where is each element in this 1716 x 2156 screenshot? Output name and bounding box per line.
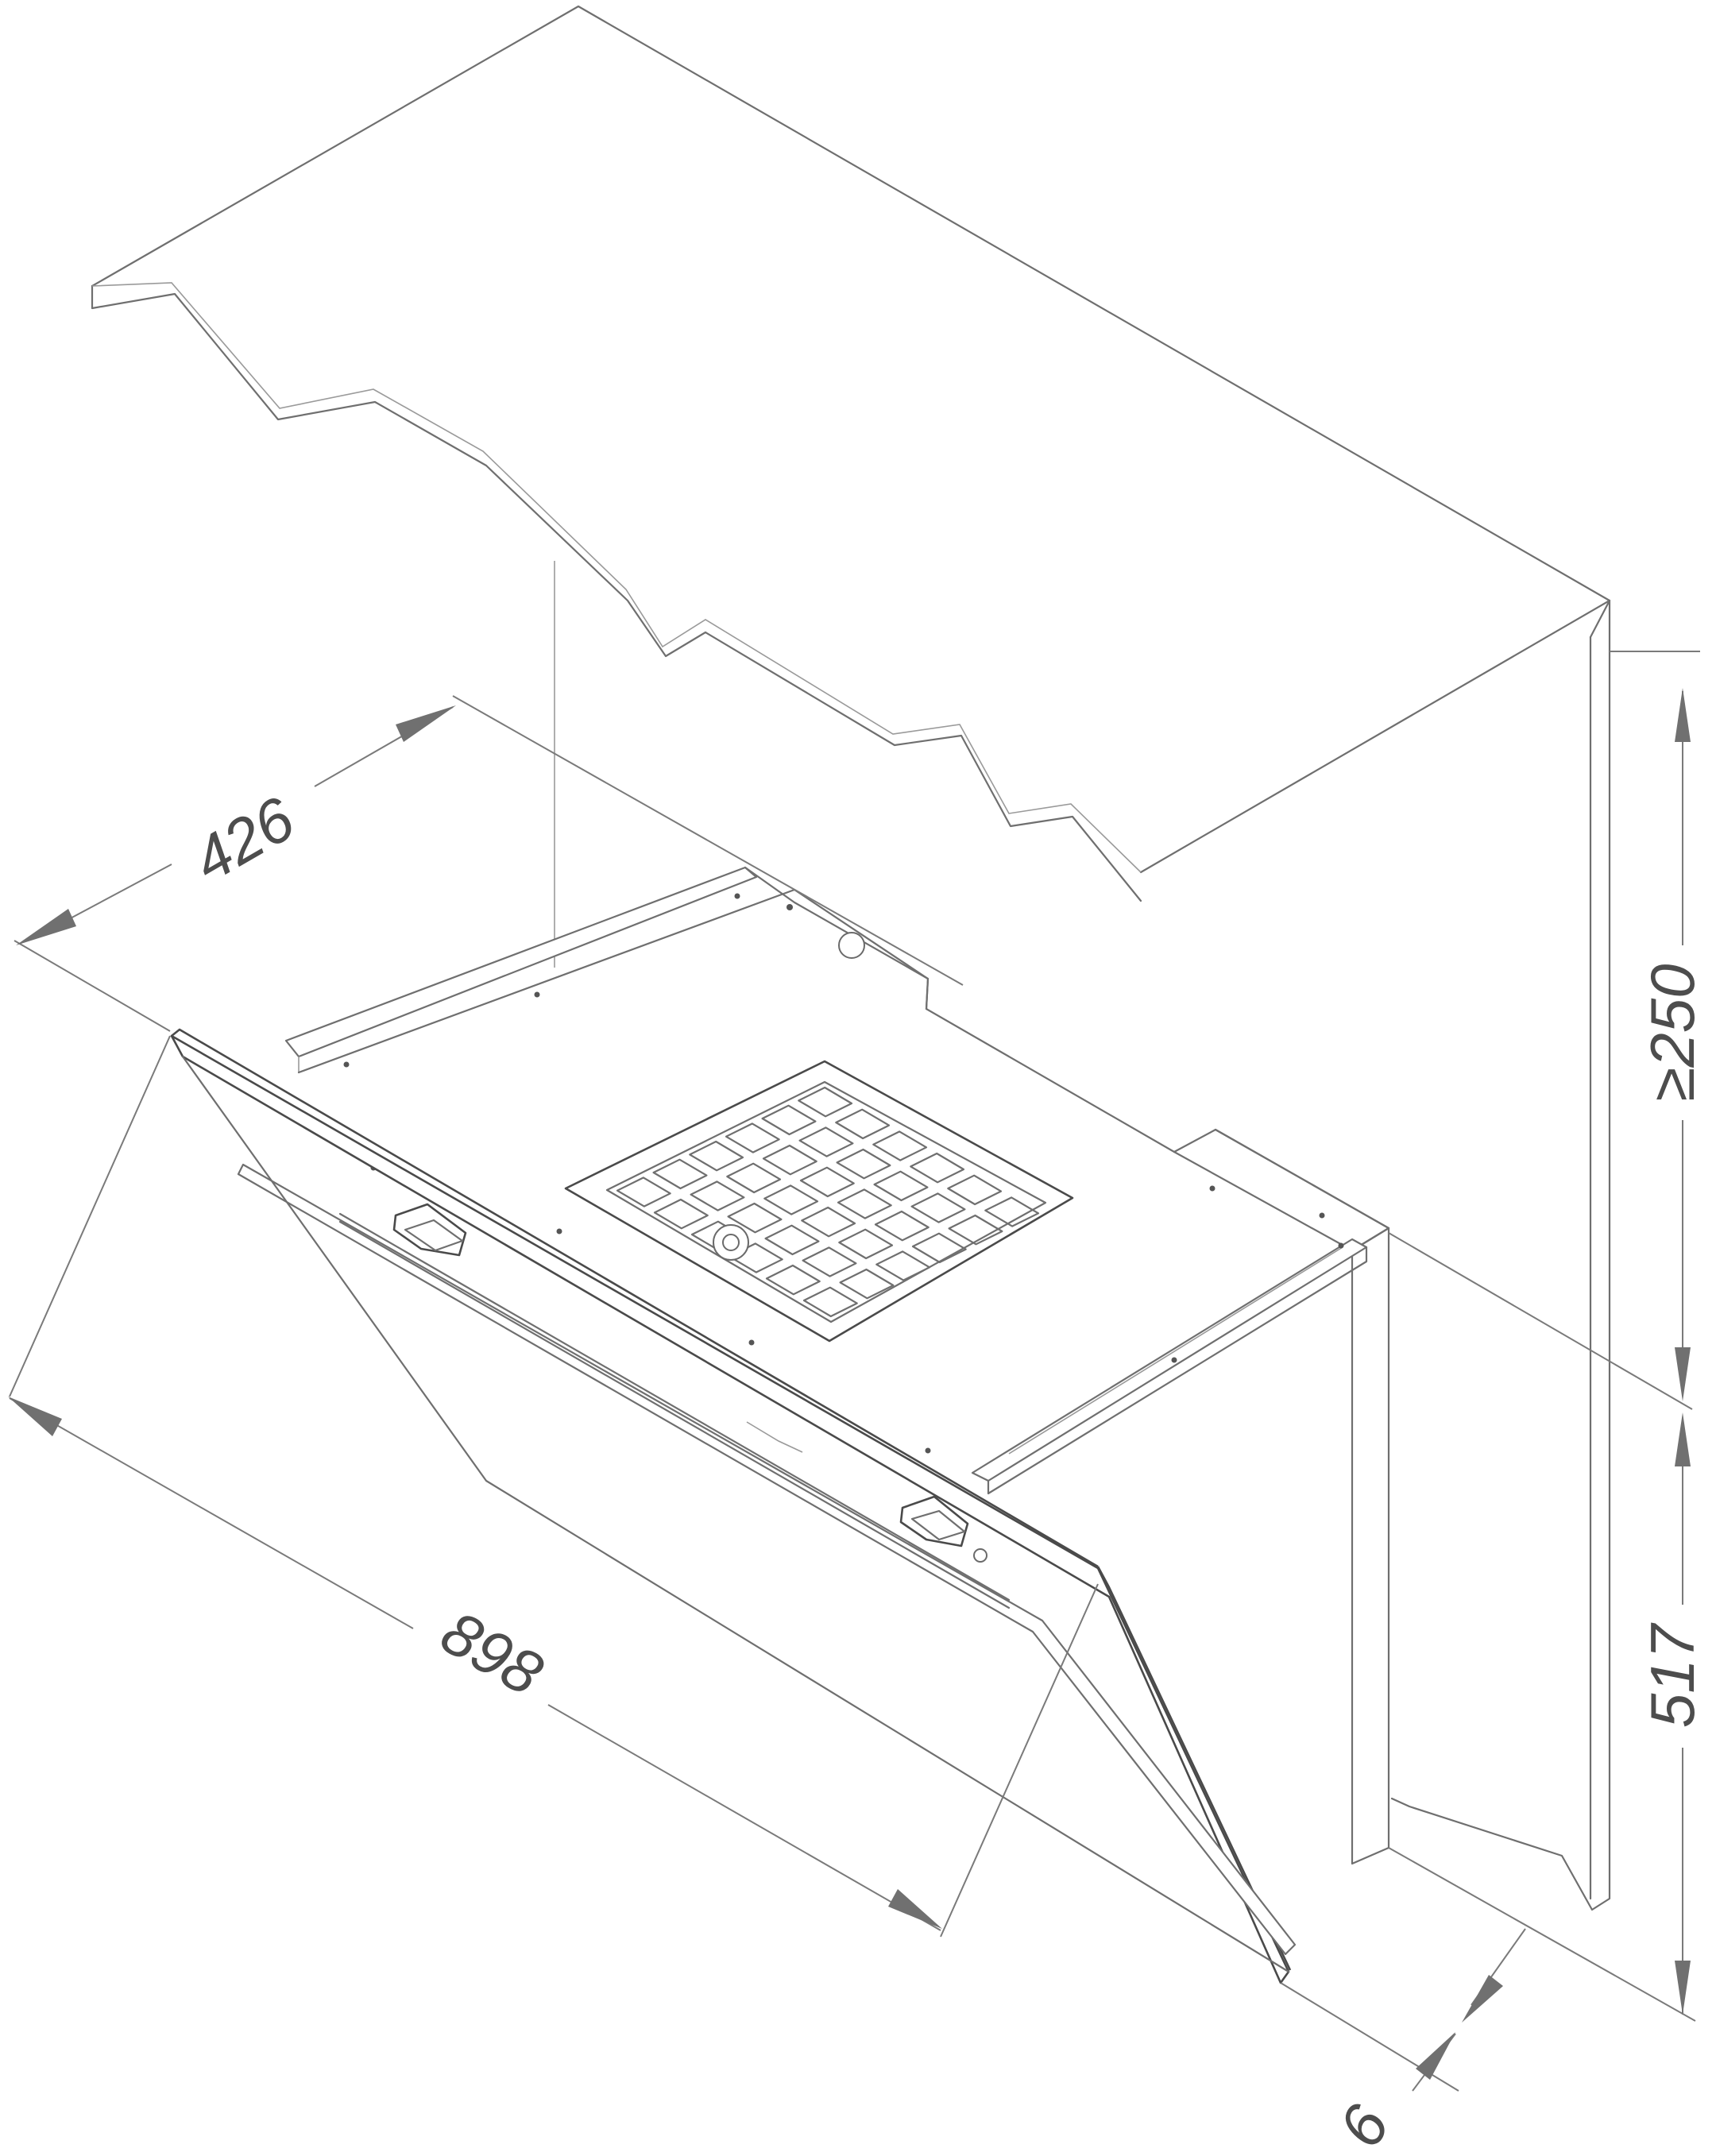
filter-cell	[838, 1228, 894, 1260]
filter-cell	[910, 1152, 965, 1184]
filter-cell	[616, 1177, 671, 1207]
right-box	[1351, 1227, 1390, 1865]
depth-label: 426	[181, 783, 306, 896]
filter-cell	[873, 1170, 929, 1202]
height-label: 517	[1637, 1622, 1707, 1728]
filter-cell	[802, 1286, 858, 1318]
dimension-thickness: 6	[1280, 1928, 1526, 2156]
hinge-right	[899, 1495, 969, 1547]
filter-cell	[725, 1122, 780, 1153]
filter-cell	[653, 1198, 709, 1230]
side-wall	[1390, 599, 1611, 1911]
cabinet-broken-edge	[91, 284, 1142, 902]
filter-cell	[727, 1202, 783, 1234]
filter-cell	[761, 1104, 817, 1136]
wall-cabinet	[91, 5, 1611, 1911]
filter-cell	[764, 1224, 820, 1256]
filter-cell	[801, 1206, 856, 1238]
filter-cell	[762, 1144, 817, 1176]
filter-cell	[835, 1108, 891, 1140]
filter-cell	[837, 1188, 892, 1219]
filter-cell	[911, 1232, 967, 1264]
filter-cell	[839, 1268, 895, 1300]
filter-cell	[765, 1264, 821, 1296]
filter-cell	[798, 1086, 853, 1118]
filter-cell	[763, 1184, 819, 1215]
filter-cell	[910, 1192, 966, 1223]
min-height-label: ≥250	[1637, 964, 1707, 1102]
side-wall-top	[1589, 599, 1611, 639]
cabinet-broken-edge-inner	[91, 282, 1142, 873]
filter-cell	[689, 1140, 744, 1172]
filter-cell	[799, 1166, 855, 1198]
hood-body	[284, 866, 1390, 1865]
filter-cell	[874, 1210, 930, 1242]
cable-hole	[838, 932, 865, 959]
front-rail	[971, 1238, 1368, 1482]
filter-cell	[872, 1130, 928, 1161]
filter-cell	[802, 1246, 857, 1277]
hinge-left	[392, 1203, 467, 1257]
right-box-top	[1173, 1128, 1390, 1252]
filter-cell	[690, 1180, 745, 1211]
filter-cell	[652, 1158, 708, 1190]
dimension-height: 517	[1388, 1412, 1707, 2022]
inner-panel	[237, 1163, 1297, 1956]
dimension-min-height: ≥250	[1388, 651, 1707, 1410]
filter-cell	[798, 1126, 854, 1157]
cabinet-top-edge	[91, 5, 1611, 874]
grease-filter	[564, 1060, 1074, 1343]
filter-cell	[836, 1148, 891, 1180]
filter-cell	[726, 1162, 782, 1194]
left-rail	[284, 866, 758, 1058]
thickness-label: 6	[1325, 2093, 1403, 2156]
width-label: 898	[430, 1597, 555, 1709]
filter-cell	[947, 1174, 1003, 1206]
screws	[343, 893, 1344, 1454]
filter-cell	[948, 1214, 1003, 1246]
back-panel	[744, 866, 930, 1010]
filter-frame	[564, 1060, 1074, 1343]
filter-cell	[875, 1250, 931, 1281]
filter-cell	[984, 1196, 1040, 1227]
